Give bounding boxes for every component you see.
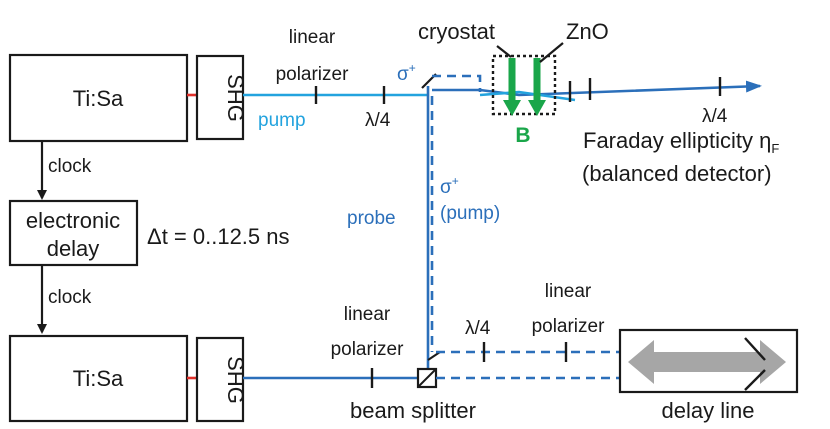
delay-retro-mirror-2 — [744, 369, 766, 391]
pump-beam-dashed-top — [432, 74, 482, 92]
shg-bottom-label: SHG — [223, 356, 248, 404]
pump-beam-sample — [479, 90, 576, 102]
cryostat-box — [491, 54, 557, 116]
sigma-plus-mid: σ+ — [440, 174, 459, 198]
faraday-label: Faraday ellipticity ηF — [583, 128, 779, 156]
sigma-plus-top: σ+ — [397, 61, 416, 85]
beam-splitter-label: beam splitter — [350, 398, 476, 423]
shg-top — [195, 54, 245, 141]
probe-label: probe — [347, 208, 396, 229]
delta-t-label: Δt = 0..12.5 ns — [147, 224, 290, 249]
ti-sa-top-label: Ti:Sa — [73, 86, 124, 111]
linear-polarizer-left-label-1: linear — [344, 304, 391, 325]
delay-line-label: delay line — [662, 398, 755, 423]
linear-polarizer-top-label-2: polarizer — [276, 64, 350, 85]
ti-sa-laser-top — [8, 53, 189, 143]
ti-sa-bottom-label: Ti:Sa — [73, 366, 124, 391]
cryostat-pointer — [496, 45, 512, 58]
magnetic-field-arrowhead-2 — [528, 100, 546, 116]
clock-label-bottom: clock — [48, 287, 92, 308]
delay-line-double-arrow — [628, 340, 786, 384]
linear-polarizer-top-label-1: linear — [289, 27, 336, 48]
balanced-detector-label: (balanced detector) — [582, 161, 772, 186]
delay-retro-mirror-1 — [744, 337, 766, 361]
zno-label: ZnO — [566, 19, 609, 44]
mirror-bottom — [427, 351, 441, 361]
linear-polarizer-left-label-2: polarizer — [331, 339, 405, 360]
ti-sa-laser-bottom — [8, 334, 189, 423]
shg-top-label: SHG — [223, 74, 248, 122]
quarter-wave-right-label: λ/4 — [702, 106, 728, 127]
quarter-wave-top-label: λ/4 — [365, 110, 391, 131]
linear-polarizer-right-label-1: linear — [545, 281, 592, 302]
magnetic-field-label: B — [515, 124, 530, 147]
clock-label-top: clock — [48, 156, 92, 177]
shg-bottom — [195, 336, 245, 423]
linear-polarizer-right-label-2: polarizer — [532, 316, 606, 337]
quarter-wave-bottom-label: λ/4 — [465, 318, 491, 339]
pump-label: pump — [258, 110, 306, 131]
electronic-delay-label-1: electronic — [26, 208, 120, 233]
cryostat-label: cryostat — [418, 19, 495, 44]
electronic-delay-label-2: delay — [47, 236, 100, 261]
beam-splitter-diagonal — [417, 368, 437, 388]
pump-paren-label: (pump) — [440, 203, 500, 224]
zno-pointer — [539, 42, 564, 63]
magnetic-field-arrowhead-1 — [503, 100, 521, 116]
electronic-delay-box — [8, 199, 139, 267]
